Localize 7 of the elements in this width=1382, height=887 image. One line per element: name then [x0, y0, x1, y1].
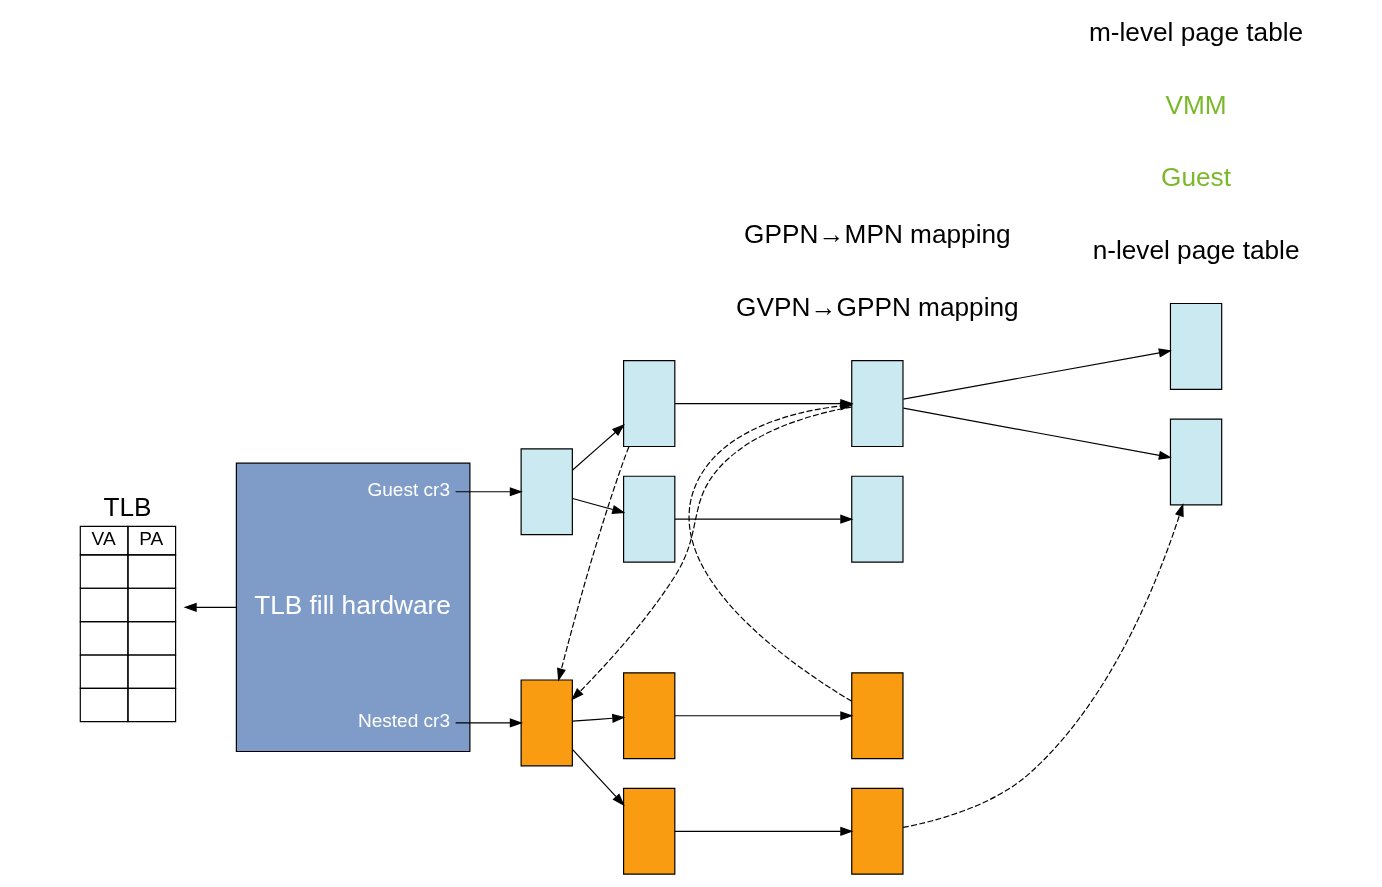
- label: VMM: [1165, 89, 1227, 120]
- label: n-level page table: [1092, 234, 1300, 265]
- node-label: TLB: [103, 492, 152, 523]
- label: m-level page table: [1088, 16, 1303, 47]
- label: Guest: [1160, 162, 1231, 193]
- label: GPPN→MPN mapping: [743, 219, 1011, 250]
- label: GVPN→GPPN mapping: [735, 292, 1019, 323]
